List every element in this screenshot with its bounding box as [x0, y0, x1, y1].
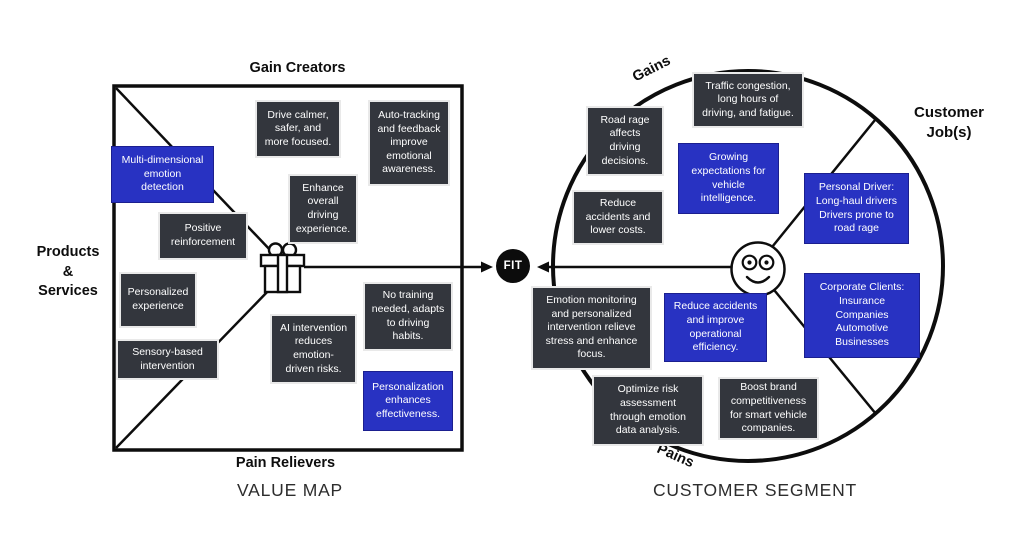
- note-boost-brand: Boost brand competitiveness for smart ve…: [718, 377, 819, 440]
- gift-icon: [259, 242, 306, 294]
- products-services-label: Products & Services: [36, 244, 100, 300]
- fit-arrow-right-head: [537, 261, 549, 273]
- note-reduce-accidents-costs: Reduce accidents and lower costs.: [572, 190, 664, 245]
- note-personalized-experience: Personalized experience: [119, 272, 197, 328]
- fit-badge: FIT: [496, 249, 530, 283]
- note-auto-tracking: Auto-tracking and feedback improve emoti…: [368, 100, 450, 186]
- note-drive-calmer: Drive calmer, safer, and more focused.: [255, 100, 341, 158]
- gain-creators-label: Gain Creators: [249, 60, 346, 76]
- customer-segment-circle: [551, 69, 945, 463]
- note-ai-intervention: AI intervention reduces emotion- driven …: [270, 314, 357, 384]
- note-corporate-clients: Corporate Clients: Insurance Companies A…: [804, 273, 920, 358]
- note-personal-driver: Personal Driver: Long-haul drivers Drive…: [804, 173, 909, 244]
- note-optimize-risk: Optimize risk assessment through emotion…: [592, 375, 704, 446]
- customer-jobs-label: Customer Job(s): [913, 104, 984, 142]
- note-multi-dimensional-emotion: Multi-dimensional emotion detection: [111, 146, 214, 203]
- note-positive-reinforcement: Positive reinforcement: [158, 212, 248, 260]
- note-road-rage: Road rage affects driving decisions.: [586, 106, 664, 176]
- value-map-title: VALUE MAP: [236, 480, 344, 500]
- note-traffic-congestion: Traffic congestion, long hours of drivin…: [692, 72, 804, 128]
- customer-segment-title: CUSTOMER SEGMENT: [652, 480, 858, 500]
- note-reduce-accidents-efficiency: Reduce accidents and improve operational…: [664, 293, 767, 362]
- note-growing-expectations: Growing expectations for vehicle intelli…: [678, 143, 779, 214]
- note-sensory-based: Sensory-based intervention: [116, 339, 219, 380]
- note-no-training: No training needed, adapts to driving ha…: [363, 282, 453, 351]
- fit-arrow-left-head: [481, 261, 493, 273]
- smiley-face-icon: [730, 241, 786, 297]
- note-personalization-effectiveness: Personalization enhances effectiveness.: [363, 371, 453, 431]
- note-enhance-overall: Enhance overall driving experience.: [288, 174, 358, 244]
- pain-relievers-label: Pain Relievers: [235, 455, 336, 471]
- note-emotion-monitoring: Emotion monitoring and personalized inte…: [531, 286, 652, 370]
